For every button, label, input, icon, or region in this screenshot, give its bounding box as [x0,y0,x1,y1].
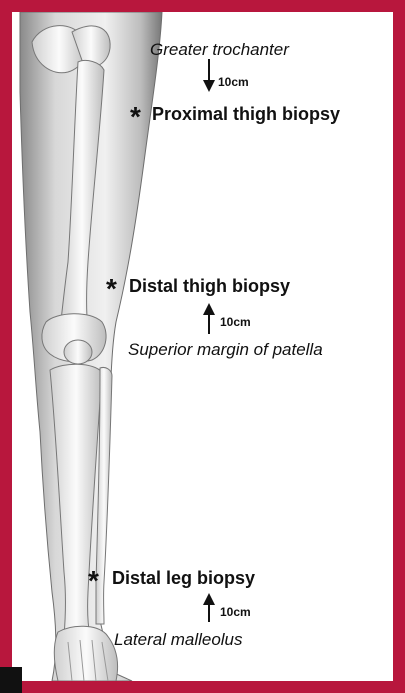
marker-proximal-thigh: * [130,103,141,131]
label-lateral-malleolus: Lateral malleolus [114,630,243,650]
distance-distal-leg: 10cm [220,605,251,619]
arrow-up-distal-leg [203,593,215,622]
distance-distal-thigh: 10cm [220,315,251,329]
label-distal-thigh-biopsy: Distal thigh biopsy [129,276,290,297]
arrow-down-proximal [203,59,215,92]
corner-block [0,667,22,693]
label-distal-leg-biopsy: Distal leg biopsy [112,568,255,589]
arrow-up-distal-thigh [203,303,215,334]
label-proximal-thigh-biopsy: Proximal thigh biopsy [152,104,340,125]
figure-panel: Greater trochanter 10cm * Proximal thigh… [12,12,393,681]
marker-distal-leg: * [88,567,99,595]
patella [64,340,92,364]
label-greater-trochanter: Greater trochanter [150,40,289,60]
label-superior-margin-patella: Superior margin of patella [128,340,323,360]
marker-distal-thigh: * [106,275,117,303]
distance-proximal: 10cm [218,75,249,89]
foot-bones [54,626,117,681]
